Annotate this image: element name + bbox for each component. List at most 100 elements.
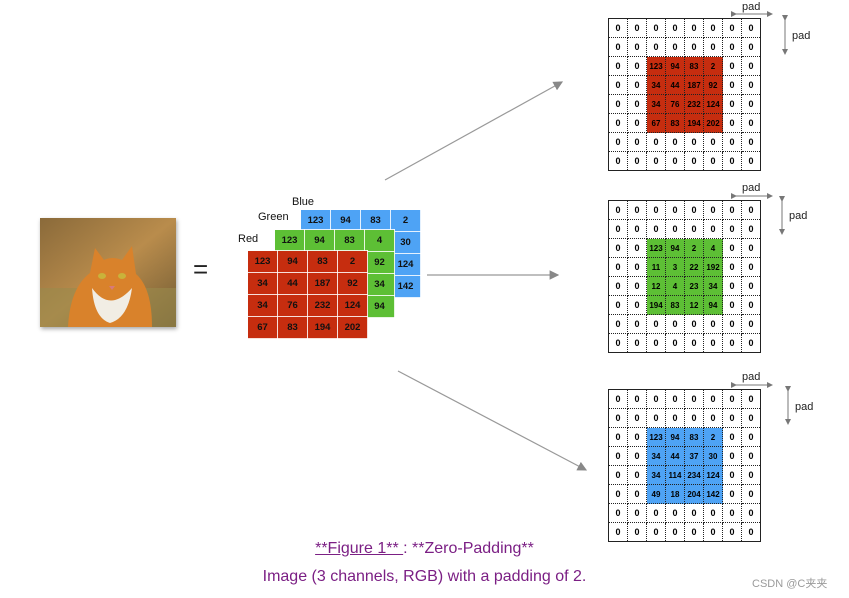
grid-pad-cell: 0 bbox=[684, 200, 704, 220]
grid-pad-cell: 0 bbox=[608, 132, 628, 152]
grid-pad-cell: 0 bbox=[608, 151, 628, 171]
grid-pad-cell: 0 bbox=[722, 257, 742, 277]
grid-pad-cell: 0 bbox=[646, 522, 666, 542]
grid-pad-cell: 0 bbox=[646, 151, 666, 171]
blue-channel-cell: 94 bbox=[330, 209, 361, 232]
grid-pad-cell: 0 bbox=[722, 446, 742, 466]
grid-value-cell: 94 bbox=[665, 427, 685, 447]
grid-pad-cell: 0 bbox=[608, 465, 628, 485]
grid-pad-cell: 0 bbox=[741, 113, 761, 133]
grid-pad-cell: 0 bbox=[665, 333, 685, 353]
grid-pad-cell: 0 bbox=[627, 75, 647, 95]
grid-pad-cell: 0 bbox=[684, 151, 704, 171]
grid-pad-cell: 0 bbox=[741, 56, 761, 76]
grid-pad-cell: 0 bbox=[741, 151, 761, 171]
grid-pad-cell: 0 bbox=[646, 132, 666, 152]
grid-pad-cell: 0 bbox=[608, 219, 628, 239]
grid-pad-cell: 0 bbox=[703, 408, 723, 428]
grid-value-cell: 232 bbox=[684, 94, 704, 114]
grid-value-cell: 12 bbox=[684, 295, 704, 315]
grid-pad-cell: 0 bbox=[741, 484, 761, 504]
grid-pad-cell: 0 bbox=[741, 465, 761, 485]
green-channel-cell: 94 bbox=[364, 295, 395, 318]
grid-pad-cell: 0 bbox=[627, 219, 647, 239]
grid-pad-cell: 0 bbox=[665, 37, 685, 57]
red-channel-cell: 44 bbox=[277, 272, 308, 295]
grid-pad-cell: 0 bbox=[627, 465, 647, 485]
grid-pad-cell: 0 bbox=[722, 484, 742, 504]
grid-value-cell: 49 bbox=[646, 484, 666, 504]
green-channel-cell: 83 bbox=[334, 229, 365, 252]
grid-pad-cell: 0 bbox=[684, 219, 704, 239]
grid-pad-cell: 0 bbox=[722, 18, 742, 38]
grid-pad-cell: 0 bbox=[741, 276, 761, 296]
grid-pad-cell: 0 bbox=[627, 94, 647, 114]
grid-pad-cell: 0 bbox=[608, 295, 628, 315]
grid-pad-cell: 0 bbox=[665, 219, 685, 239]
grid-pad-cell: 0 bbox=[665, 408, 685, 428]
blue-channel-cell: 2 bbox=[390, 209, 421, 232]
grid-pad-cell: 0 bbox=[722, 37, 742, 57]
grid-pad-cell: 0 bbox=[627, 151, 647, 171]
grid-value-cell: 11 bbox=[646, 257, 666, 277]
blue-channel-cell: 124 bbox=[390, 253, 421, 276]
grid-pad-cell: 0 bbox=[741, 408, 761, 428]
grid-pad-cell: 0 bbox=[741, 446, 761, 466]
grid-value-cell: 202 bbox=[703, 113, 723, 133]
grid-pad-cell: 0 bbox=[722, 238, 742, 258]
grid-value-cell: 34 bbox=[703, 276, 723, 296]
grid-pad-cell: 0 bbox=[608, 484, 628, 504]
grid-pad-cell: 0 bbox=[722, 427, 742, 447]
grid-pad-cell: 0 bbox=[684, 389, 704, 409]
grid-pad-cell: 0 bbox=[684, 132, 704, 152]
red-channel-cell: 83 bbox=[307, 250, 338, 273]
grid-value-cell: 142 bbox=[703, 484, 723, 504]
grid-pad-cell: 0 bbox=[741, 219, 761, 239]
grid-pad-cell: 0 bbox=[646, 314, 666, 334]
grid-pad-cell: 0 bbox=[684, 314, 704, 334]
grid-pad-cell: 0 bbox=[627, 295, 647, 315]
figure-description: Image (3 channels, RGB) with a padding o… bbox=[262, 568, 587, 585]
grid-pad-cell: 0 bbox=[608, 75, 628, 95]
grid-pad-cell: 0 bbox=[665, 522, 685, 542]
grid-value-cell: 94 bbox=[665, 238, 685, 258]
grid-pad-cell: 0 bbox=[665, 18, 685, 38]
grid-pad-cell: 0 bbox=[608, 113, 628, 133]
grid-value-cell: 2 bbox=[703, 56, 723, 76]
grid-pad-cell: 0 bbox=[722, 276, 742, 296]
grid-pad-cell: 0 bbox=[722, 314, 742, 334]
pad-marker-3 bbox=[731, 382, 791, 425]
grid-value-cell: 44 bbox=[665, 446, 685, 466]
grid-value-cell: 76 bbox=[665, 94, 685, 114]
caption-separator: : bbox=[403, 540, 413, 557]
red-channel-cell: 123 bbox=[247, 250, 278, 273]
arrow-to-red bbox=[384, 81, 564, 181]
grid-pad-cell: 0 bbox=[722, 151, 742, 171]
grid-pad-cell: 0 bbox=[741, 389, 761, 409]
grid-pad-cell: 0 bbox=[741, 94, 761, 114]
blue-channel-cell: 142 bbox=[390, 275, 421, 298]
grid-pad-cell: 0 bbox=[684, 37, 704, 57]
grid-pad-cell: 0 bbox=[646, 200, 666, 220]
grid-pad-cell: 0 bbox=[703, 151, 723, 171]
grid-value-cell: 194 bbox=[684, 113, 704, 133]
grid-pad-cell: 0 bbox=[665, 151, 685, 171]
grid-pad-cell: 0 bbox=[608, 18, 628, 38]
grid-pad-cell: 0 bbox=[608, 446, 628, 466]
red-channel-cell: 124 bbox=[337, 294, 368, 317]
grid-pad-cell: 0 bbox=[608, 200, 628, 220]
